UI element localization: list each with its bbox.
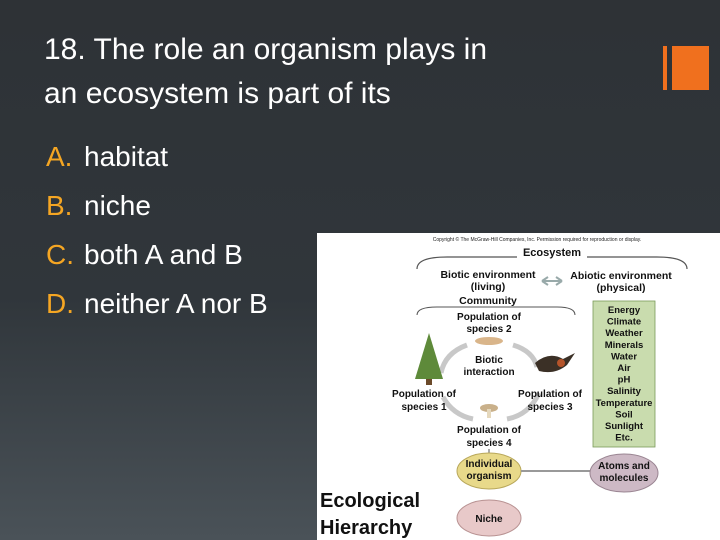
abiotic-factor-item: Water xyxy=(611,351,637,362)
abiotic-factor-item: Soil xyxy=(615,409,632,420)
answer-letter: A. xyxy=(46,141,73,172)
answer-text: niche xyxy=(84,190,151,221)
abiotic-sub-label: (physical) xyxy=(596,282,645,294)
abiotic-factor-item: Sunlight xyxy=(605,421,644,432)
interaction-arrow-icon xyxy=(541,276,563,286)
answer-c[interactable]: C. both A and B xyxy=(46,230,268,279)
pop3-sub-label: species 3 xyxy=(527,402,572,413)
ecological-hierarchy-figure: Copyright © The McGraw-Hill Companies, I… xyxy=(317,233,720,540)
niche-ellipse xyxy=(456,499,522,537)
pop4-label: Population of xyxy=(457,425,522,436)
niche-label: Niche xyxy=(475,514,503,525)
tree-icon xyxy=(415,333,443,379)
ecosystem-label-bg xyxy=(517,245,587,259)
community-bracket xyxy=(416,306,576,316)
biotic-interaction-sub-label: interaction xyxy=(463,367,514,378)
caption-line-1: Ecological xyxy=(320,490,420,512)
abiotic-factor-item: Energy xyxy=(608,305,641,316)
abiotic-factor-item: Salinity xyxy=(607,386,642,397)
answer-list: A. habitat B. niche C. both A and B D. n… xyxy=(46,132,268,328)
community-label: Community xyxy=(459,295,517,307)
caption-line-2: Hierarchy xyxy=(320,517,413,539)
abiotic-label: Abiotic environment xyxy=(570,270,672,282)
cycle-arrow-icon xyxy=(506,391,542,422)
tree-trunk xyxy=(426,379,432,385)
abiotic-factors-list: EnergyClimateWeatherMineralsWaterAirpHSa… xyxy=(596,305,653,444)
mushroom-stem xyxy=(487,409,491,418)
pop3-label: Population of xyxy=(518,389,583,400)
answer-text: both A and B xyxy=(84,239,243,270)
answer-d[interactable]: D. neither A nor B xyxy=(46,279,268,328)
pop2-sub-label: species 2 xyxy=(466,324,511,335)
answer-a[interactable]: A. habitat xyxy=(46,132,268,181)
species2-icon xyxy=(475,337,503,345)
biotic-label: Biotic environment xyxy=(440,269,536,281)
atoms-molecules-ellipse xyxy=(589,453,659,493)
organism-label: organism xyxy=(466,471,511,482)
answer-b[interactable]: B. niche xyxy=(46,181,268,230)
biotic-interaction-label: Biotic xyxy=(475,355,503,366)
title-line-2: an ecosystem is part of its xyxy=(44,77,391,110)
abiotic-factor-item: Etc. xyxy=(615,433,632,444)
answer-letter: B. xyxy=(46,190,73,221)
atoms-label: Atoms and xyxy=(598,461,650,472)
pop4-sub-label: species 4 xyxy=(466,438,511,449)
bird-breast xyxy=(557,359,565,367)
ecosystem-label: Ecosystem xyxy=(523,247,581,259)
answer-text: habitat xyxy=(84,141,169,172)
abiotic-factors-box xyxy=(592,300,656,448)
answer-letter: C. xyxy=(46,239,74,270)
answer-letter: D. xyxy=(46,288,74,319)
title-line-1: 18. The role an organism plays in xyxy=(44,33,488,66)
abiotic-factor-item: pH xyxy=(618,375,631,386)
individual-label: Individual xyxy=(466,459,513,470)
abiotic-factor-item: Minerals xyxy=(605,340,644,351)
cycle-arrow-icon xyxy=(438,342,468,374)
slide-title: 18. The role an organism plays in an eco… xyxy=(44,28,644,116)
copyright-text: Copyright © The McGraw-Hill Companies, I… xyxy=(433,236,642,243)
abiotic-factor-item: Temperature xyxy=(596,398,653,409)
cycle-arrow-icon xyxy=(440,395,474,422)
biotic-sub-label: (living) xyxy=(471,281,505,293)
pop2-label: Population of xyxy=(457,312,522,323)
pop1-sub-label: species 1 xyxy=(401,402,446,413)
molecules-label: molecules xyxy=(600,473,649,484)
abiotic-factor-item: Climate xyxy=(607,317,641,328)
answer-text: neither A nor B xyxy=(84,288,268,319)
accent-logo-icon xyxy=(663,46,709,90)
bird-icon xyxy=(535,353,575,373)
hierarchy-diagram: Copyright © The McGraw-Hill Companies, I… xyxy=(320,236,688,539)
pop1-label: Population of xyxy=(392,389,457,400)
abiotic-factor-item: Weather xyxy=(605,328,643,339)
mushroom-icon xyxy=(480,404,498,412)
cycle-arrow-icon xyxy=(512,342,540,368)
abiotic-factor-item: Air xyxy=(617,363,631,374)
